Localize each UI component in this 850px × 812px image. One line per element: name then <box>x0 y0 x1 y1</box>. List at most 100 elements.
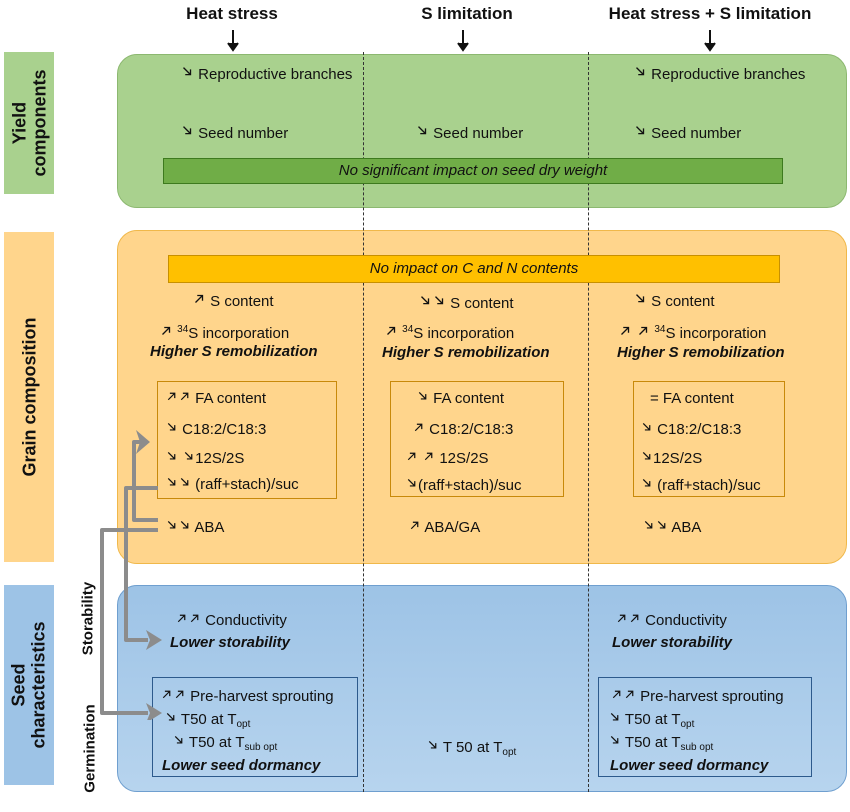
decrease-arrow-icon <box>405 477 418 490</box>
side-label-seed: Seed characteristics <box>4 585 54 785</box>
decrease-arrow-icon <box>432 294 446 308</box>
grain-both-c18: C18:2/C18:3 <box>640 421 741 439</box>
grain-slim-remobilization: Higher S remobilization <box>382 344 550 361</box>
yield-slim-seed-number: Seed number <box>415 124 523 143</box>
seed-both-t50-sub: T50 at Tsub opt <box>608 734 713 757</box>
seed-heat-sprouting: Pre-harvest sprouting <box>160 688 334 706</box>
arrow-head-icon <box>146 703 162 720</box>
decrease-arrow-icon <box>608 734 621 747</box>
increase-arrow-icon <box>173 688 186 701</box>
grain-heat-12s: 12S/2S <box>165 450 244 468</box>
decrease-arrow-icon <box>633 65 647 79</box>
side-label-grain: Grain composition <box>4 232 54 562</box>
decrease-arrow-icon <box>640 450 653 463</box>
decrease-arrow-icon <box>416 390 429 403</box>
increase-arrow-icon <box>159 324 173 338</box>
grain-both-12s: 12S/2S <box>640 450 702 468</box>
decrease-arrow-icon <box>608 711 621 724</box>
decrease-arrow-icon <box>640 477 653 490</box>
increase-arrow-icon <box>610 688 623 701</box>
seed-panel <box>117 585 847 792</box>
decrease-arrow-icon <box>178 519 191 532</box>
grain-both-fa: = FA content <box>650 390 734 407</box>
yield-both-branches: Reproductive branches <box>633 65 805 84</box>
grain-slim-fa: FA content <box>416 390 504 408</box>
column-divider <box>363 52 364 792</box>
seed-both-sprouting: Pre-harvest sprouting <box>610 688 784 706</box>
seed-both-conductivity: Conductivity <box>615 612 727 630</box>
column-divider <box>588 52 589 792</box>
grain-both-box <box>633 381 785 497</box>
increase-arrow-icon <box>405 450 418 463</box>
decrease-arrow-icon <box>415 124 429 138</box>
decrease-arrow-icon <box>640 421 653 434</box>
increase-arrow-icon <box>636 324 650 338</box>
increase-arrow-icon <box>178 390 191 403</box>
increase-arrow-icon <box>408 519 421 532</box>
increase-arrow-icon <box>412 421 425 434</box>
grain-slim-12s: 12S/2S <box>405 450 489 468</box>
grain-both-remobilization: Higher S remobilization <box>617 344 785 361</box>
seed-heat-box <box>152 677 358 777</box>
seed-heat-storability: Lower storability <box>170 634 291 651</box>
grain-both-s-content: S content <box>633 292 715 311</box>
down-arrow-icon <box>457 30 469 52</box>
grain-both-aba: ABA <box>642 519 701 537</box>
decrease-arrow-icon <box>182 450 195 463</box>
header-heat-stress: Heat stress <box>186 4 278 23</box>
arrow-head-icon <box>146 630 162 650</box>
down-arrow-icon <box>704 30 716 52</box>
grain-heat-fa: FA content <box>165 390 266 408</box>
grain-heat-c18: C18:2/C18:3 <box>165 421 266 439</box>
grain-slim-box <box>390 381 564 497</box>
grain-banner: No impact on C and N contents <box>168 255 780 283</box>
increase-arrow-icon <box>618 324 632 338</box>
decrease-arrow-icon <box>633 292 647 306</box>
seed-both-dormancy: Lower seed dormancy <box>610 757 769 774</box>
decrease-arrow-icon <box>172 734 185 747</box>
decrease-arrow-icon <box>633 124 647 138</box>
decrease-arrow-icon <box>180 124 194 138</box>
grain-both-s-incorporation: 34S incorporation <box>618 321 766 343</box>
seed-heat-t50-opt: T50 at Topt <box>164 711 250 734</box>
increase-arrow-icon <box>615 612 628 625</box>
decrease-arrow-icon <box>426 739 439 752</box>
grain-both-raff: (raff+stach)/suc <box>640 477 761 495</box>
seed-slim-t50: T 50 at Topt <box>426 739 516 762</box>
increase-arrow-icon <box>188 612 201 625</box>
decrease-arrow-icon <box>642 519 655 532</box>
grain-panel <box>117 230 847 564</box>
grain-heat-s-incorporation: 34S incorporation <box>159 321 289 343</box>
decrease-arrow-icon <box>418 294 432 308</box>
grain-heat-s-content: S content <box>192 292 274 311</box>
side-label-yield: Yield components <box>4 52 54 194</box>
seed-heat-dormancy: Lower seed dormancy <box>162 757 321 774</box>
grain-heat-remobilization: Higher S remobilization <box>150 343 318 360</box>
decrease-arrow-icon <box>655 519 668 532</box>
grain-slim-raff: (raff+stach)/suc <box>405 477 522 495</box>
increase-arrow-icon <box>175 612 188 625</box>
arrow-head-icon <box>136 430 150 454</box>
seed-both-t50-opt: T50 at Topt <box>608 711 694 734</box>
grain-slim-s-incorporation: 34S incorporation <box>384 321 514 343</box>
seed-both-box <box>598 677 812 777</box>
grain-heat-raff: (raff+stach)/suc <box>165 476 299 494</box>
increase-arrow-icon <box>165 390 178 403</box>
header-s-limitation: S limitation <box>421 4 513 23</box>
grain-slim-s-content: S content <box>418 294 514 313</box>
seed-heat-conductivity: Conductivity <box>175 612 287 630</box>
yield-heat-seed-number: Seed number <box>180 124 288 143</box>
increase-arrow-icon <box>384 324 398 338</box>
increase-arrow-icon <box>623 688 636 701</box>
increase-arrow-icon <box>192 292 206 306</box>
increase-arrow-icon <box>422 450 435 463</box>
yield-banner: No significant impact on seed dry weight <box>163 158 783 184</box>
grain-slim-c18: C18:2/C18:3 <box>412 421 513 439</box>
increase-arrow-icon <box>628 612 641 625</box>
down-arrow-icon <box>227 30 239 52</box>
decrease-arrow-icon <box>180 65 194 79</box>
seed-both-storability: Lower storability <box>612 634 733 651</box>
decrease-arrow-icon <box>178 476 191 489</box>
grain-heat-aba: ABA <box>165 519 224 537</box>
header-heat-s-limitation: Heat stress + S limitation <box>608 4 812 23</box>
